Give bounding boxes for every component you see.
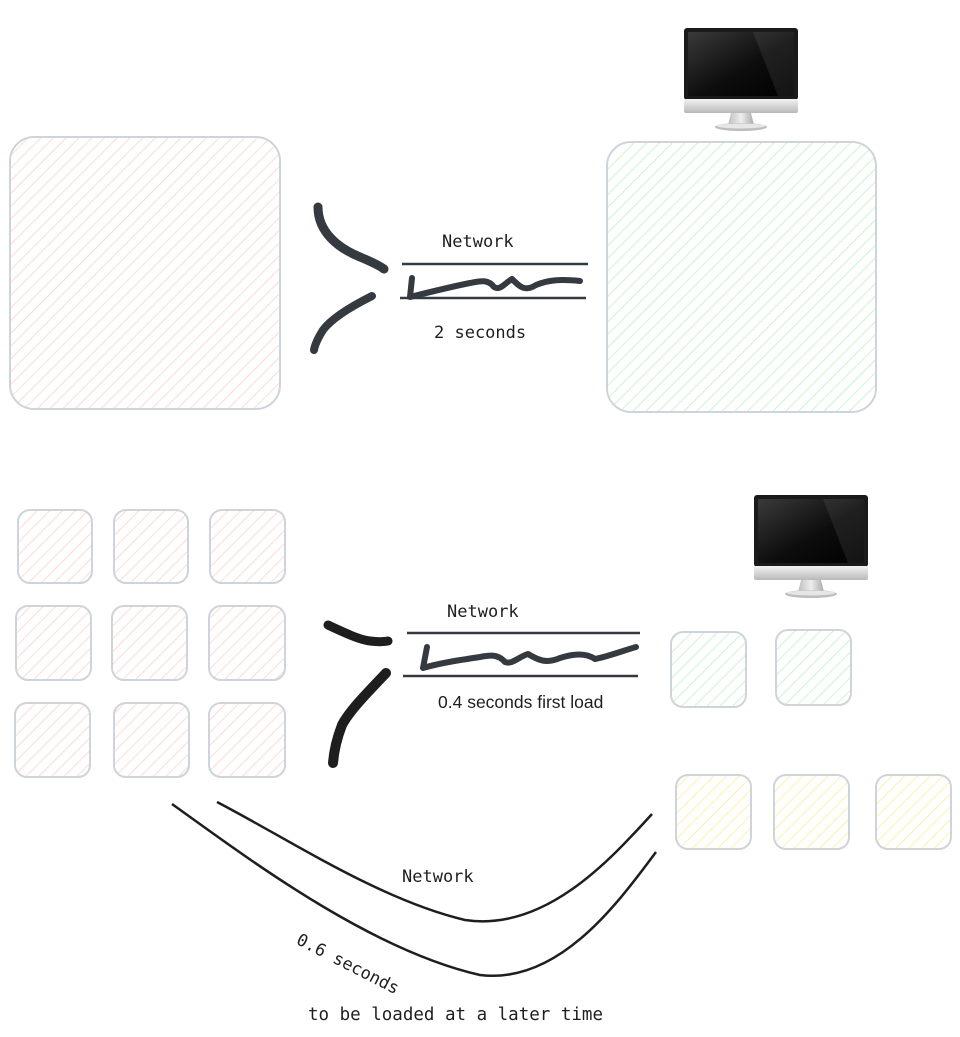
funnel-stroke-upper — [323, 620, 393, 647]
first-load-time-label: 0.4 seconds first load — [438, 692, 604, 712]
client-chunk-loaded — [775, 629, 852, 706]
client-chunk-deferred — [875, 774, 952, 850]
client-bundle-large — [606, 141, 877, 413]
server-chunk — [209, 509, 286, 584]
server-chunk — [15, 605, 92, 681]
server-chunk — [14, 702, 91, 778]
server-chunk — [17, 509, 93, 584]
deferred-curve-lower — [171, 802, 658, 978]
server-bundle-large — [9, 136, 281, 410]
network-label: Network — [447, 602, 519, 622]
server-chunk — [113, 702, 190, 778]
server-chunk — [111, 605, 188, 681]
network-squiggle — [420, 644, 639, 671]
funnel-stroke-upper — [313, 202, 389, 274]
funnel-stroke-lower — [328, 668, 391, 768]
client-chunk-deferred — [675, 774, 752, 850]
funnel-stroke-lower — [310, 292, 376, 354]
deferred-curve-upper — [216, 800, 653, 923]
deferred-network-label: Network — [402, 867, 474, 887]
network-label: Network — [442, 232, 514, 252]
desktop-monitor-icon — [754, 495, 868, 598]
server-chunk — [113, 509, 189, 584]
bottom-section — [14, 495, 952, 978]
server-chunks-grid — [14, 509, 286, 778]
transfer-time-label: 2 seconds — [434, 323, 527, 343]
client-chunk-loaded — [670, 631, 747, 708]
desktop-monitor-icon — [684, 28, 798, 131]
server-chunk — [208, 702, 286, 778]
server-chunk — [208, 605, 286, 681]
deferred-caption: to be loaded at a later time — [308, 1005, 604, 1025]
top-section — [9, 28, 877, 413]
client-chunk-deferred — [773, 774, 850, 850]
network-squiggle — [407, 275, 583, 300]
